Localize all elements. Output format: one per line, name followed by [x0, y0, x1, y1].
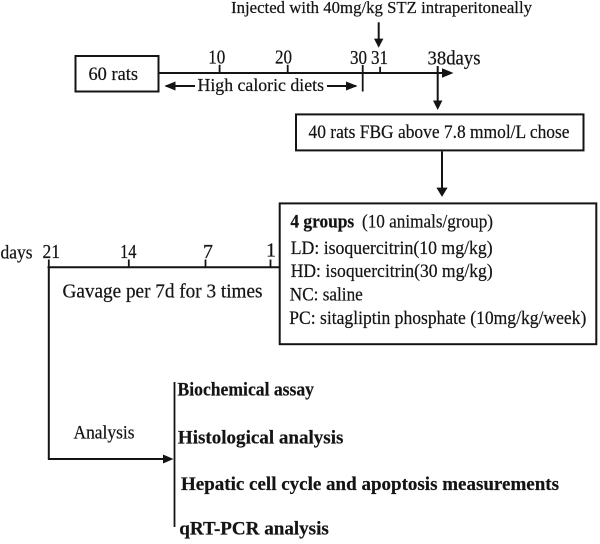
- svg-text:30: 30: [350, 47, 367, 69]
- svg-text:60 rats: 60 rats: [89, 64, 139, 85]
- svg-text:7: 7: [203, 241, 213, 263]
- svg-text:4 groups: 4 groups: [290, 211, 354, 232]
- svg-text:days: days: [1, 243, 33, 264]
- svg-text:PC: sitagliptin phosphate (10: PC: sitagliptin phosphate (10mg/kg/week): [289, 308, 586, 329]
- svg-text:Gavage per 7d for 3 times: Gavage per 7d for 3 times: [63, 282, 263, 303]
- svg-text:Injected with 40mg/kg STZ intr: Injected with 40mg/kg STZ intraperitonea…: [231, 0, 532, 17]
- svg-text:Hepatic cell cycle and apoptos: Hepatic cell cycle and apoptosis measure…: [181, 474, 559, 495]
- svg-text:10: 10: [208, 47, 225, 69]
- svg-text:qRT-PCR analysis: qRT-PCR analysis: [179, 519, 328, 540]
- svg-text:(10 animals/group): (10 animals/group): [362, 211, 493, 232]
- svg-text:31: 31: [371, 47, 388, 69]
- svg-text:38days: 38days: [428, 47, 481, 69]
- svg-text:Biochemical assay: Biochemical assay: [178, 380, 315, 401]
- svg-text:High caloric diets: High caloric diets: [198, 75, 325, 95]
- svg-text:21: 21: [43, 241, 61, 263]
- svg-text:Analysis: Analysis: [74, 423, 135, 444]
- svg-text:1: 1: [266, 240, 276, 262]
- svg-text:HD: isoquercitrin(30 mg/kg): HD: isoquercitrin(30 mg/kg): [291, 261, 493, 282]
- svg-text:Histological analysis: Histological analysis: [178, 428, 344, 449]
- svg-text:NC: saline: NC: saline: [290, 285, 363, 306]
- svg-text:14: 14: [120, 241, 137, 263]
- svg-text:20: 20: [275, 47, 292, 69]
- svg-text:LD: isoquercitrin(10 mg/kg): LD: isoquercitrin(10 mg/kg): [291, 238, 493, 259]
- svg-text:40 rats FBG above 7.8 mmol/L: 40 rats FBG above 7.8 mmol/L chose: [309, 123, 570, 143]
